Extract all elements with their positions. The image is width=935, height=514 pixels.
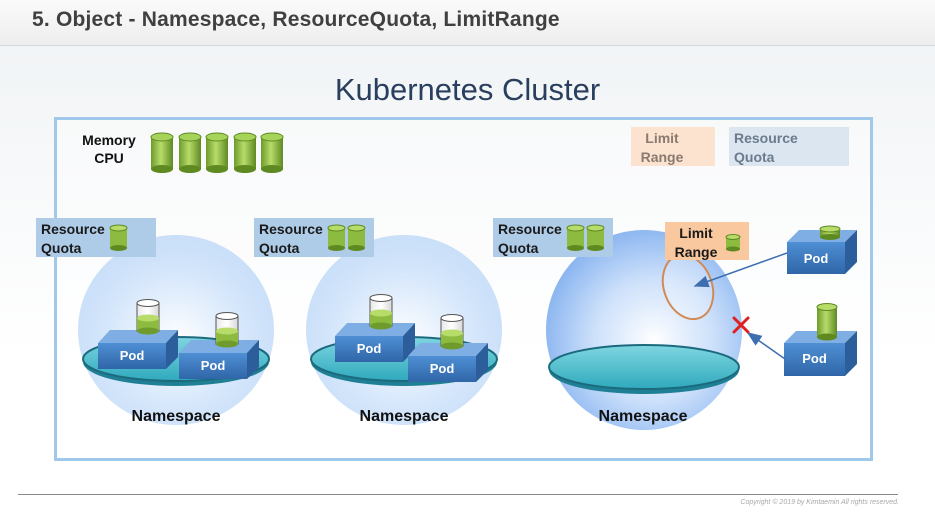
cylinder-pair-icon [327,224,366,251]
resource-cylinders [150,132,284,173]
reject-x-icon [732,316,750,334]
namespace-label: Namespace [598,408,688,425]
legend-resource-quota-line1: Resource [734,130,798,146]
pod-label: Pod [802,351,827,366]
namespace-2 [306,235,502,425]
pod-label: Pod [803,251,829,266]
quota-label-line2: Quota [41,240,82,256]
namespace-label: Namespace [131,408,221,425]
cylinder-icon [205,132,229,173]
incoming-pod-accepted [787,225,857,274]
footer-divider [18,494,898,495]
glass-cylinder-icon [215,312,239,348]
cylinder-icon [233,132,257,173]
header-bar: 5. Object - Namespace, ResourceQuota, Li… [0,0,935,46]
pod-label: Pod [356,341,382,356]
cylinder-icon [816,303,838,341]
quota-label-line2: Quota [498,240,539,256]
pod-box [179,340,259,379]
pod-label: Pod [200,358,226,373]
glass-cylinder-icon [440,314,464,350]
quota-label-line1: Resource [41,221,105,237]
limit-label-line2: Range [674,244,718,260]
namespace-3-resource-quota: Resource Quota [493,218,613,257]
cylinder-icon [109,224,128,251]
namespace-1 [78,235,274,425]
cylinder-icon [150,132,174,173]
legend-resource-quota-line2: Quota [734,149,775,165]
legend-resource-quota: Resource Quota [729,127,849,166]
pod-box [408,343,488,382]
pod-box [335,323,415,362]
cluster-title: Kubernetes Cluster [334,72,601,107]
reject-arrow [746,332,786,360]
quota-label-line1: Resource [259,221,323,237]
namespace-1-resource-quota: Resource Quota [36,218,156,257]
cylinder-icon [819,225,841,240]
legend-limit-range: Limit Range [631,127,715,166]
namespace-2-resource-quota: Resource Quota [254,218,374,257]
slide-title: 5. Object - Namespace, ResourceQuota, Li… [32,8,560,31]
quota-label-line2: Quota [259,240,300,256]
cylinder-icon [178,132,202,173]
cylinder-pair-icon [566,224,605,251]
cylinder-icon [725,234,741,252]
glass-cylinder-icon [369,294,393,330]
pod-label: Pod [119,348,145,363]
pod-box [98,330,178,369]
glass-cylinder-icon [136,299,160,335]
cylinder-icon [260,132,284,173]
legend-limit-range-line2: Range [640,149,684,165]
legend-limit-range-line1: Limit [645,130,679,146]
quota-label-line1: Resource [498,221,562,237]
namespace-3-limit-range: Limit Range [665,222,749,260]
pod-label: Pod [429,361,455,376]
limit-label-line1: Limit [679,225,713,241]
cpu-label: CPU [94,150,124,166]
incoming-pod-rejected [784,303,857,376]
copyright-text: Copyright © 2019 by Kimtaemin All rights… [740,499,899,506]
resource-labels: Memory CPU [78,131,140,167]
accept-arrow [693,252,788,288]
memory-label: Memory [82,132,136,148]
namespace-label: Namespace [359,408,449,425]
